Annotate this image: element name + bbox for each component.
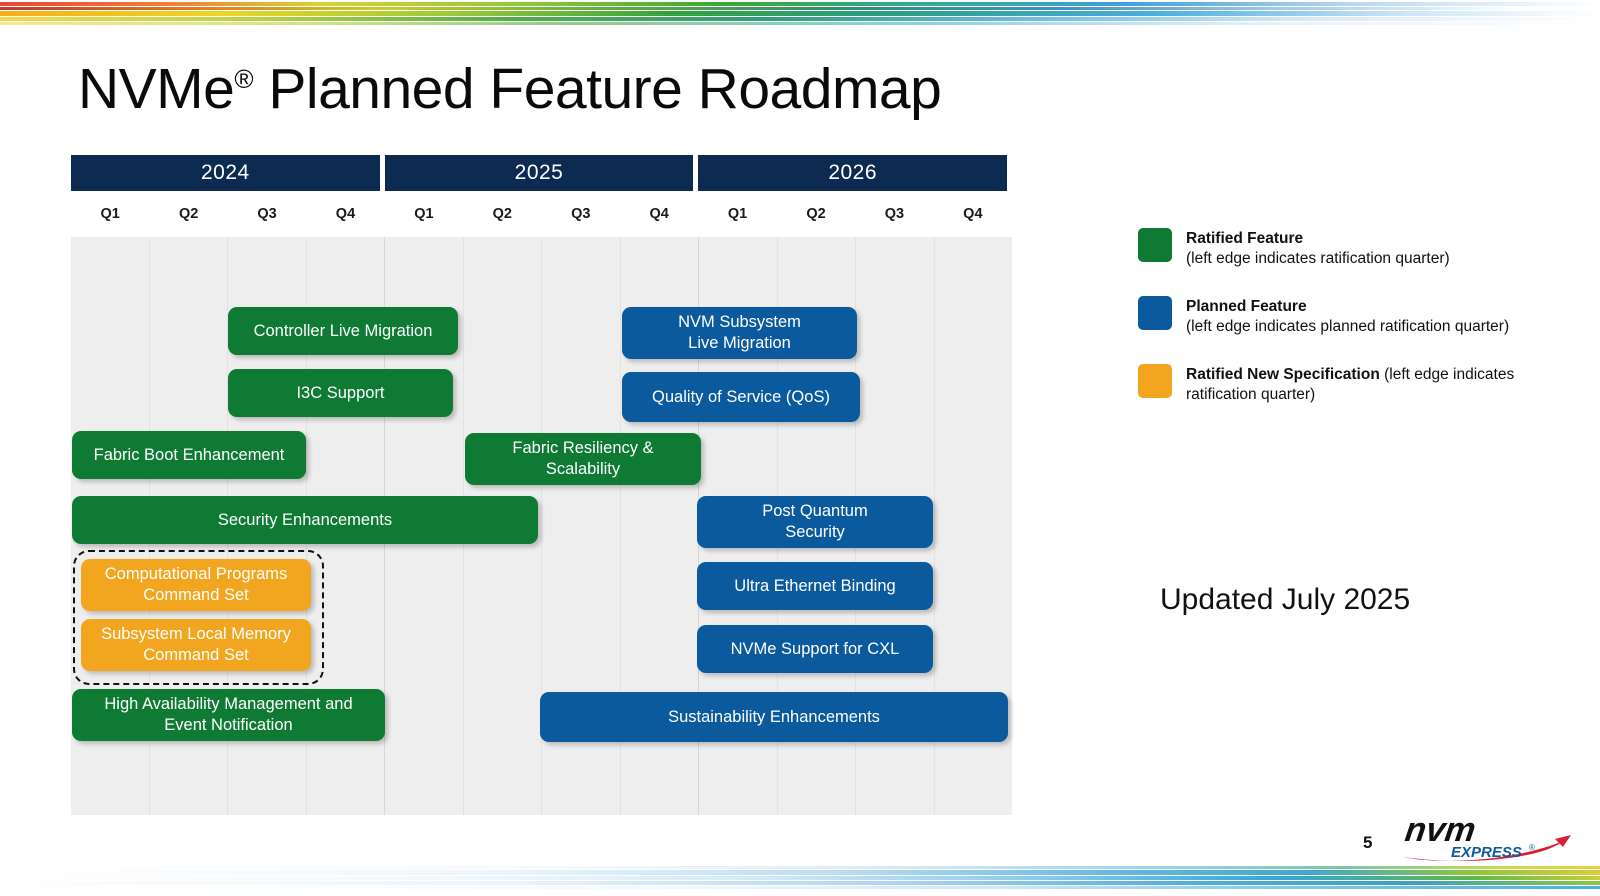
bar-quality-of-service[interactable]: Quality of Service (QoS)	[622, 372, 860, 422]
bar-i3c-support[interactable]: I3C Support	[228, 369, 453, 417]
title-rest: Planned Feature Roadmap	[253, 57, 942, 121]
page-title: NVMe® Planned Feature Roadmap	[78, 56, 942, 122]
legend-item-ratified-feature: Ratified Feature (left edge indicates ra…	[1138, 228, 1538, 270]
legend-title-planned: Planned Feature	[1186, 297, 1307, 315]
quarter-label-2024-q2: Q2	[178, 206, 199, 222]
legend-swatch-orange-icon	[1138, 363, 1172, 398]
year-cell-2025: 2025	[384, 155, 694, 191]
nvm-express-logo-icon: nvm EXPRESS ®	[1403, 811, 1571, 862]
quarter-label-2024-q1: Q1	[100, 206, 120, 222]
svg-text:nvm: nvm	[1403, 811, 1478, 849]
quarter-label-row: Q1 Q2 Q3 Q4 Q1 Q2 Q3 Q4 Q1 Q2 Q3 Q4	[71, 206, 1012, 232]
bar-security-enhancements[interactable]: Security Enhancements	[72, 496, 538, 544]
quarter-label-2025-q3: Q3	[571, 206, 591, 222]
legend-swatch-green-icon	[1138, 228, 1172, 262]
legend: Ratified Feature (left edge indicates ra…	[1138, 228, 1538, 432]
year-cell-2024: 2024	[71, 155, 380, 191]
quarter-label-2026-q3: Q3	[884, 206, 905, 222]
svg-text:EXPRESS: EXPRESS	[1451, 844, 1522, 861]
quarter-label-2026-q4: Q4	[963, 206, 983, 222]
updated-date-label: Updated July 2025	[1160, 583, 1411, 616]
legend-note-planned: (left edge indicates planned ratificatio…	[1186, 318, 1510, 336]
quarter-label-2024-q4: Q4	[335, 206, 356, 222]
legend-item-new-specification: Ratified New Specification (left edge in…	[1138, 363, 1538, 406]
top-decorative-band	[0, 0, 1600, 30]
quarter-label-2026-q1: Q1	[727, 206, 748, 222]
year-header-row: 2024 2025 2026	[71, 155, 1008, 191]
legend-note-ratified: (left edge indicates ratification quarte…	[1186, 250, 1450, 268]
quarter-label-2024-q3: Q3	[257, 206, 277, 222]
legend-note-new-spec: (left edge indicates ratification quarte…	[1186, 365, 1515, 404]
bar-fabric-resiliency-scalability[interactable]: Fabric Resiliency &Scalability	[465, 433, 701, 485]
year-cell-2026: 2026	[698, 155, 1008, 191]
quarter-label-2026-q2: Q2	[806, 206, 826, 222]
page-number: 5	[1363, 833, 1373, 852]
bar-ultra-ethernet-binding[interactable]: Ultra Ethernet Binding	[697, 562, 933, 610]
svg-text:®: ®	[1529, 843, 1535, 852]
quarter-label-2025-q4: Q4	[649, 206, 669, 222]
bar-controller-live-migration[interactable]: Controller Live Migration	[228, 307, 458, 355]
bar-fabric-boot-enhancement[interactable]: Fabric Boot Enhancement	[72, 431, 306, 479]
registered-mark-icon: ®	[234, 64, 254, 94]
new-specification-group-outline	[73, 550, 324, 685]
legend-title-new-spec: Ratified New Specification	[1186, 365, 1380, 383]
legend-swatch-blue-icon	[1138, 295, 1172, 330]
legend-title-ratified: Ratified Feature	[1186, 230, 1304, 247]
legend-item-planned-feature: Planned Feature (left edge indicates pla…	[1138, 295, 1538, 338]
quarter-label-2025-q1: Q1	[414, 206, 434, 222]
bottom-decorative-band	[0, 862, 1600, 896]
bar-nvme-support-for-cxl[interactable]: NVMe Support for CXL	[697, 625, 933, 673]
title-main: NVMe	[78, 57, 235, 121]
quarter-label-2025-q2: Q2	[492, 206, 512, 222]
bar-sustainability-enhancements[interactable]: Sustainability Enhancements	[540, 692, 1008, 742]
